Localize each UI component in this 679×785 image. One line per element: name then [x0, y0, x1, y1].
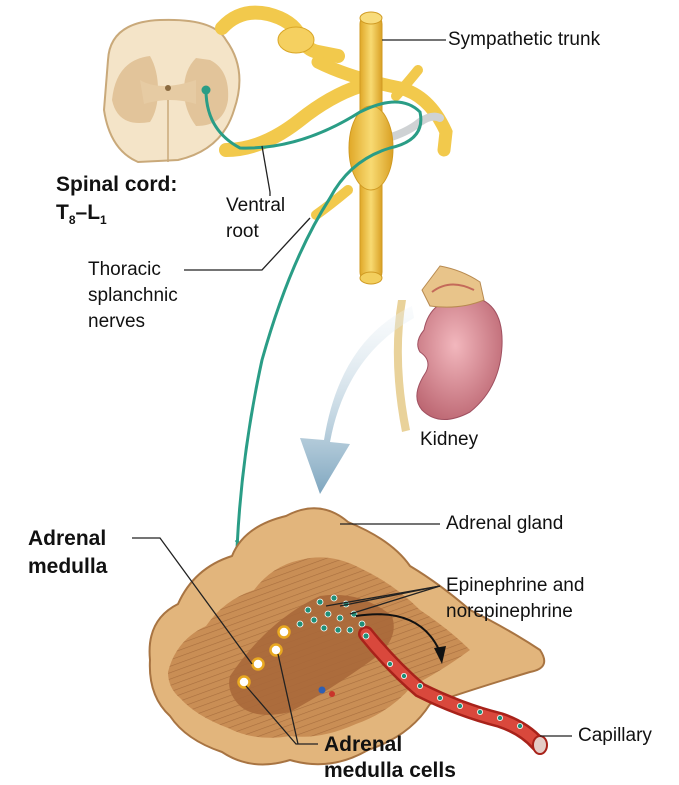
kidney-label: Kidney [420, 428, 478, 452]
sympathetic-trunk-label: Sympathetic trunk [448, 28, 600, 52]
spinal-cord-L-sub: 1 [100, 213, 107, 227]
adrenal-gland-label: Adrenal gland [446, 512, 563, 536]
spinal-cord-label: Spinal cord: [56, 172, 177, 198]
spinal-cord-T: T [56, 201, 69, 224]
capillary-label: Capillary [578, 724, 652, 748]
thoracic-label-2: splanchnic [88, 284, 178, 308]
kidney [394, 266, 502, 432]
spinal-cord-dash: – [76, 201, 88, 224]
spinal-cord-T-sub: 8 [69, 213, 76, 227]
spinal-nerve [222, 13, 446, 150]
spinal-cord-segments: T8–L1 [56, 200, 107, 233]
ventral-root-label-1: Ventral [226, 194, 285, 218]
adrenal-gland [150, 508, 545, 764]
spinal-cord-section [104, 20, 239, 162]
medulla-cells-label-2: medulla cells [324, 758, 456, 784]
medulla-cells-label-1: Adrenal [324, 732, 402, 758]
neuron-cell-body [202, 86, 211, 95]
thoracic-label-3: nerves [88, 310, 145, 334]
epinephrine-label-2: norepinephrine [446, 600, 573, 624]
epinephrine-label-1: Epinephrine and [446, 574, 584, 598]
ventral-root-label-2: root [226, 220, 259, 244]
thoracic-label-1: Thoracic [88, 258, 161, 282]
adrenal-medulla-label-1: Adrenal [28, 526, 106, 552]
spinal-cord-L: L [87, 201, 100, 224]
adrenal-medulla-label-2: medulla [28, 554, 107, 580]
